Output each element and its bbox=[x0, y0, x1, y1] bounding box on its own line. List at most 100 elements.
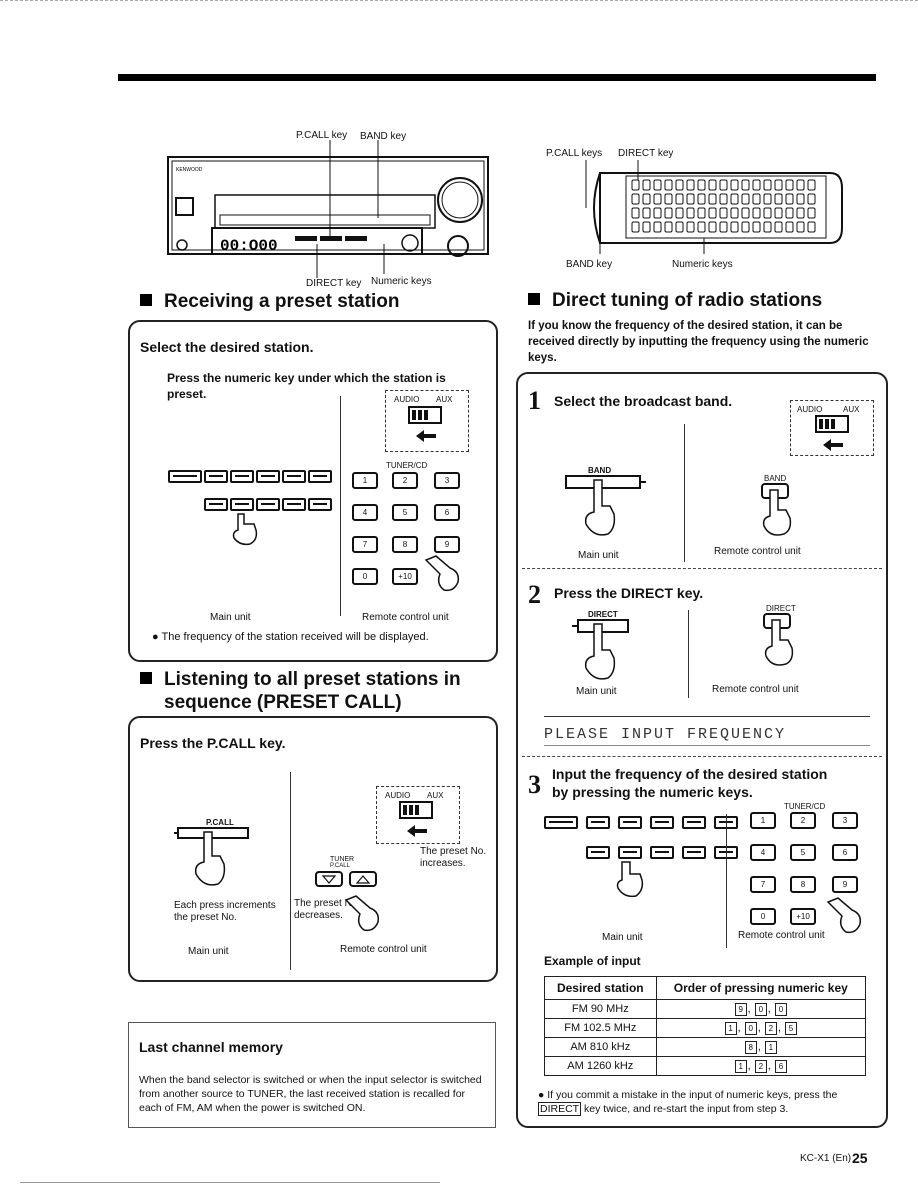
numeric-keys-label: Numeric keys bbox=[371, 276, 432, 287]
remote-button bbox=[774, 207, 783, 219]
remote-key-7[interactable]: 7 bbox=[750, 876, 776, 893]
top-edge bbox=[0, 0, 918, 7]
listening-heading-line2: sequence (PRESET CALL) bbox=[164, 692, 402, 713]
remote-button bbox=[653, 207, 662, 219]
selector-switch-icon bbox=[815, 415, 849, 451]
remote-key-6[interactable]: 6 bbox=[434, 504, 460, 521]
remote-key-2[interactable]: 2 bbox=[392, 472, 418, 489]
remote-button bbox=[763, 207, 772, 219]
remote-key-4[interactable]: 4 bbox=[352, 504, 378, 521]
remote-key-9[interactable]: 9 bbox=[434, 536, 460, 553]
remote-button bbox=[697, 207, 706, 219]
table-header-row: Desired station Order of pressing numeri… bbox=[544, 976, 867, 1000]
svg-text:KENWOOD: KENWOOD bbox=[176, 167, 203, 173]
remote-key-8[interactable]: 8 bbox=[392, 536, 418, 553]
remote-button bbox=[752, 207, 761, 219]
main-key-1[interactable] bbox=[204, 470, 228, 483]
remote-unit-label: Remote control unit bbox=[712, 684, 799, 695]
remote-key-0[interactable]: 0 bbox=[352, 568, 378, 585]
bullet-square bbox=[140, 672, 152, 684]
pcall-small-label: P.CALL bbox=[330, 863, 350, 869]
remote-key-1[interactable]: 1 bbox=[352, 472, 378, 489]
remote-button bbox=[631, 179, 640, 191]
main-key-2[interactable] bbox=[618, 816, 642, 829]
step-divider bbox=[522, 568, 882, 569]
direct-note: ● If you commit a mistake in the input o… bbox=[538, 1089, 838, 1116]
pointing-hand-icon bbox=[826, 897, 862, 934]
remote-key-9[interactable]: 9 bbox=[832, 876, 858, 893]
remote-key-7[interactable]: 7 bbox=[352, 536, 378, 553]
remote-key-5[interactable]: 5 bbox=[392, 504, 418, 521]
remote-button bbox=[752, 193, 761, 205]
main-key-0[interactable] bbox=[308, 498, 332, 511]
remote-button bbox=[697, 221, 706, 233]
remote-key-plus10[interactable]: +10 bbox=[790, 908, 816, 925]
audio-label: AUDIO bbox=[797, 405, 823, 414]
remote-button bbox=[664, 207, 673, 219]
main-key-plus10[interactable] bbox=[544, 816, 578, 829]
remote-button bbox=[752, 221, 761, 233]
main-key-9[interactable] bbox=[282, 498, 306, 511]
remote-key-3[interactable]: 3 bbox=[832, 812, 858, 829]
receiver-illustration: KENWOOD 00:O00 bbox=[167, 140, 489, 278]
aux-label: AUX bbox=[436, 395, 453, 404]
remote-button bbox=[730, 179, 739, 191]
remote-button bbox=[686, 193, 695, 205]
main-key-8[interactable] bbox=[256, 498, 280, 511]
remote-key-8[interactable]: 8 bbox=[790, 876, 816, 893]
direct-remote-press-illustration bbox=[763, 613, 794, 666]
remote-button bbox=[796, 193, 805, 205]
remote-button bbox=[741, 221, 750, 233]
remote-key-1[interactable]: 1 bbox=[750, 812, 776, 829]
pointing-hand-icon bbox=[424, 555, 460, 592]
station-cell: FM 102.5 MHz bbox=[544, 1018, 657, 1038]
remote-key-2[interactable]: 2 bbox=[790, 812, 816, 829]
remote-button bbox=[708, 179, 717, 191]
remote-button bbox=[664, 179, 673, 191]
step2-text: Press the DIRECT key. bbox=[554, 585, 704, 601]
remote-button bbox=[686, 207, 695, 219]
audio-label: AUDIO bbox=[385, 791, 411, 800]
main-key-1[interactable] bbox=[586, 816, 610, 829]
main-key-6[interactable] bbox=[204, 498, 228, 511]
key-order-cell: 9, 0, 0 bbox=[655, 999, 867, 1019]
remote-key-5[interactable]: 5 bbox=[790, 844, 816, 861]
main-key-7[interactable] bbox=[230, 498, 254, 511]
main-key-3[interactable] bbox=[256, 470, 280, 483]
key-order-cell: 1, 2, 6 bbox=[655, 1056, 867, 1076]
main-key-4[interactable] bbox=[682, 816, 706, 829]
main-key-2[interactable] bbox=[230, 470, 254, 483]
band-key-press-illustration bbox=[565, 475, 646, 536]
footer-model: KC-X1 (En) bbox=[800, 1153, 852, 1164]
main-unit-label: Main unit bbox=[210, 612, 251, 623]
remote-key-4[interactable]: 4 bbox=[750, 844, 776, 861]
remote-key-plus10[interactable]: +10 bbox=[392, 568, 418, 585]
remote-button bbox=[675, 221, 684, 233]
tuner-label: TUNER bbox=[330, 856, 355, 863]
remote-key-6[interactable]: 6 bbox=[832, 844, 858, 861]
remote-button bbox=[653, 179, 662, 191]
remote-button bbox=[642, 179, 651, 191]
main-key-5[interactable] bbox=[308, 470, 332, 483]
main-key-plus10[interactable] bbox=[168, 470, 202, 483]
bullet-square bbox=[140, 294, 152, 306]
step3-text-line1: Input the frequency of the desired stati… bbox=[552, 766, 828, 782]
main-key-6[interactable] bbox=[586, 846, 610, 859]
main-key-4[interactable] bbox=[282, 470, 306, 483]
table-header: Desired station bbox=[544, 976, 657, 1000]
display-message: PLEASE INPUT FREQUENCY bbox=[544, 726, 787, 743]
remote-key-3[interactable]: 3 bbox=[434, 472, 460, 489]
remote-button bbox=[796, 207, 805, 219]
main-key-7[interactable] bbox=[618, 846, 642, 859]
remote-key-0[interactable]: 0 bbox=[750, 908, 776, 925]
main-key-3[interactable] bbox=[650, 816, 674, 829]
main-key-8[interactable] bbox=[650, 846, 674, 859]
pcall-remote-keys bbox=[315, 871, 377, 887]
numeric-keys-label-remote: Numeric keys bbox=[672, 259, 733, 270]
remote-button bbox=[763, 179, 772, 191]
svg-text:00:O00: 00:O00 bbox=[220, 237, 278, 255]
main-key-9[interactable] bbox=[682, 846, 706, 859]
remote-button bbox=[807, 207, 816, 219]
remote-button bbox=[807, 221, 816, 233]
